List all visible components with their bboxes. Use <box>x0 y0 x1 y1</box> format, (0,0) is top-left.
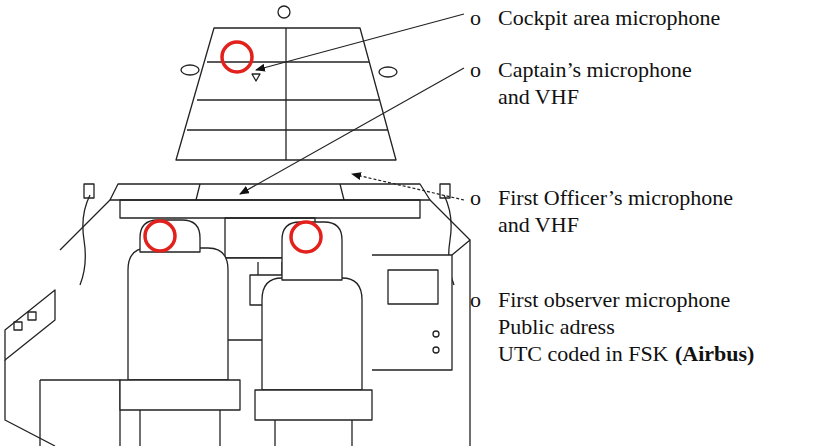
microphone-marker <box>291 222 321 252</box>
side-wall <box>5 360 55 446</box>
panel-symbol <box>252 74 260 81</box>
windshield-post <box>196 184 200 200</box>
leader-line <box>256 14 464 70</box>
panel-divider <box>187 129 388 130</box>
fo-headrest <box>282 222 342 280</box>
bullet: o <box>470 184 481 211</box>
callout-label: First observer microphone <box>498 286 730 313</box>
side-wall <box>452 240 470 446</box>
panel-divider <box>197 99 380 100</box>
console-panel <box>388 270 438 304</box>
bullet: o <box>470 4 481 31</box>
windshield-frame <box>110 184 430 200</box>
panel-divider <box>285 28 286 160</box>
fo-seat <box>262 278 362 390</box>
leader-line <box>352 174 464 200</box>
seat-leg <box>351 420 352 446</box>
microphone-marker <box>145 221 175 251</box>
callout-label: First Officer’s microphone and VHF <box>498 184 760 238</box>
overhead-lamp <box>379 67 397 77</box>
bullet: o <box>470 286 481 313</box>
captain-seat-base <box>120 380 240 410</box>
seat-leg <box>219 410 220 446</box>
console-knob <box>433 347 439 353</box>
microphone-marker <box>222 42 252 72</box>
floor-box <box>40 380 120 446</box>
captain-headrest <box>140 220 200 252</box>
glareshield <box>120 200 420 218</box>
console-knob <box>433 331 439 337</box>
headset-cord <box>80 195 90 285</box>
leader-line <box>240 68 464 194</box>
console-button <box>28 312 36 320</box>
console-button <box>14 322 22 330</box>
side-console <box>5 290 55 360</box>
captain-seat <box>128 248 228 380</box>
overhead-light <box>278 6 290 18</box>
overhead-lamp <box>181 65 199 75</box>
callout-label: Public adress <box>498 313 615 340</box>
callout-label: Cockpit area microphone <box>498 4 720 31</box>
callout-label: UTC coded in FSK <box>498 340 669 367</box>
throttle-lever <box>257 262 258 275</box>
headset-hook <box>84 184 94 198</box>
bullet: o <box>470 56 481 83</box>
right-console <box>372 255 452 370</box>
maker-label: (Airbus) <box>675 340 754 367</box>
fo-seat-base <box>255 390 372 420</box>
overhead-panel <box>176 28 396 160</box>
callout-label: Captain’s microphone and VHF <box>498 56 726 110</box>
windshield-frame <box>60 200 470 250</box>
windshield-post <box>340 184 344 200</box>
seat-leg <box>274 420 275 446</box>
seat-leg <box>139 410 140 446</box>
